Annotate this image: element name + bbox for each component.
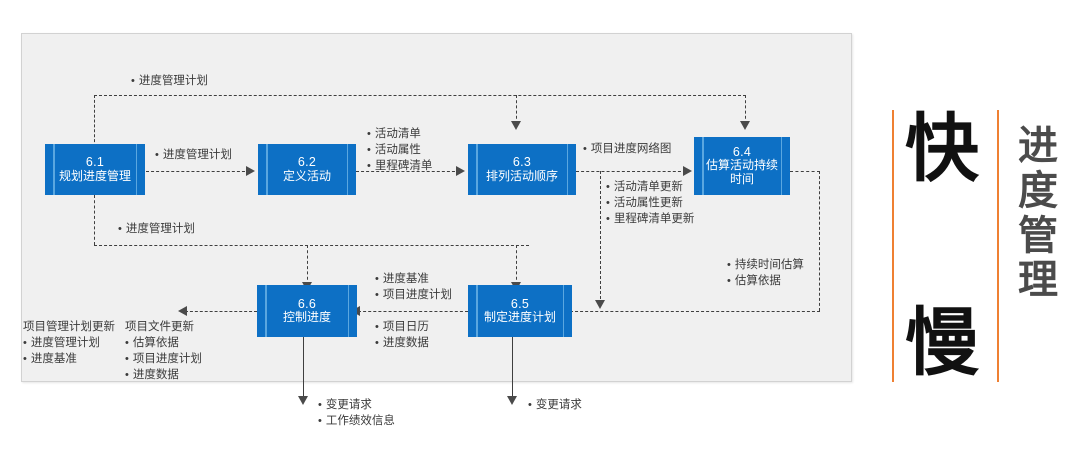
process-name: 排列活动顺序 <box>485 168 558 183</box>
connector-mid-to-p5 <box>516 245 517 285</box>
process-name: 制定进度计划 <box>483 310 556 325</box>
banner-char-fast: 快 <box>905 106 979 192</box>
vertical-title-char-2: 度 <box>1018 167 1058 214</box>
label-p4-outputs: 持续时间估算 估算依据 <box>727 258 804 290</box>
connector-p1-up <box>94 95 95 147</box>
label-pm-plan-updates: 项目管理计划更新 进度管理计划 进度基准 <box>23 320 115 368</box>
label-p5-to-p6-top: 进度基准 项目进度计划 <box>375 272 452 304</box>
process-box-6-3[interactable]: 6.3 排列活动顺序 <box>468 144 576 195</box>
vertical-title: 进 度 管 理 <box>1015 124 1061 303</box>
arrowhead-p6-down <box>298 396 308 405</box>
process-number: 6.1 <box>85 155 105 170</box>
process-name-line2: 时间 <box>729 172 754 187</box>
connector-p3-p4 <box>576 171 686 172</box>
accent-line-left <box>892 110 895 382</box>
connector-mid-rail <box>94 245 529 246</box>
label-p6-outputs: 变更请求 工作绩效信息 <box>318 398 395 430</box>
label-project-doc-updates: 项目文件更新 估算依据 项目进度计划 进度数据 <box>125 320 202 383</box>
label-p5-to-p6-bottom: 项目日历 进度数据 <box>375 320 429 352</box>
banner-char-slow: 慢 <box>905 300 979 386</box>
connector-p4-out-right <box>790 171 820 172</box>
process-box-6-6[interactable]: 6.6 控制进度 <box>257 285 357 337</box>
connector-top-to-p3 <box>516 95 517 124</box>
arrowhead-p3-updates <box>595 300 605 309</box>
process-number: 6.3 <box>512 155 532 170</box>
connector-p6-down <box>303 337 304 400</box>
label-mid-feedback: 进度管理计划 <box>118 222 195 238</box>
process-box-6-5[interactable]: 6.5 制定进度计划 <box>468 285 572 337</box>
label-p1-to-p2: 进度管理计划 <box>155 148 232 164</box>
process-name: 规划进度管理 <box>58 168 131 183</box>
vertical-title-char-4: 理 <box>1018 257 1058 304</box>
process-box-6-1[interactable]: 6.1 规划进度管理 <box>45 144 145 195</box>
connector-mid-to-p6 <box>307 245 308 285</box>
label-p5-outputs: 变更请求 <box>528 398 582 414</box>
process-name: 控制进度 <box>282 310 331 325</box>
vertical-title-char-1: 进 <box>1018 123 1058 169</box>
arrowhead-p3-p4 <box>683 166 692 176</box>
process-box-6-4[interactable]: 6.4 估算活动持续 时间 <box>694 137 790 195</box>
arrowhead-p5-down <box>507 396 517 405</box>
label-pm-plan-updates-head: 项目管理计划更新 <box>23 321 115 333</box>
label-p2-to-p3: 活动清单 活动属性 里程碑清单 <box>367 127 433 175</box>
connector-p6-left <box>185 311 257 312</box>
connector-p1-p2 <box>146 171 250 172</box>
connector-p5-p6 <box>358 311 468 312</box>
arrowhead-p2-p3 <box>456 166 465 176</box>
process-number: 6.5 <box>510 296 530 311</box>
connector-p5-down <box>512 337 513 400</box>
connector-p1-down <box>94 195 95 245</box>
vertical-title-char-3: 管 <box>1018 212 1058 259</box>
process-box-6-2[interactable]: 6.2 定义活动 <box>258 144 356 195</box>
label-top-feedback: 进度管理计划 <box>131 74 208 90</box>
connector-p4-out-left <box>570 311 820 312</box>
connector-p3-updates-down <box>600 171 601 304</box>
connector-top-rail <box>94 95 746 96</box>
arrowhead-top-p4 <box>740 121 750 130</box>
process-number: 6.4 <box>732 145 752 160</box>
accent-line-right <box>997 110 1000 382</box>
arrowhead-p1-p2 <box>246 166 255 176</box>
process-diagram-panel <box>21 33 852 382</box>
label-project-doc-updates-head: 项目文件更新 <box>125 321 194 333</box>
arrowhead-p6-left <box>178 306 187 316</box>
process-number: 6.2 <box>297 155 317 170</box>
connector-top-to-p4 <box>745 95 746 124</box>
label-p3-to-p4-updates: 活动清单更新 活动属性更新 里程碑清单更新 <box>606 180 695 228</box>
process-name: 定义活动 <box>282 168 331 183</box>
process-number: 6.6 <box>297 296 317 311</box>
connector-p4-out-down <box>819 171 820 311</box>
process-name-line1: 估算活动持续 <box>705 158 778 173</box>
arrowhead-top-p3 <box>511 121 521 130</box>
label-p3-to-p4-main: 项目进度网络图 <box>583 142 672 158</box>
